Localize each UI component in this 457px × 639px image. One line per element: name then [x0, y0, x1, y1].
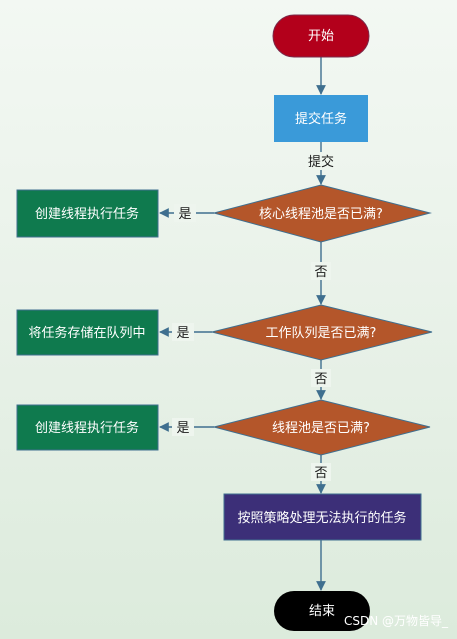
- edge-label-yes-3: 是: [176, 421, 189, 436]
- node-create-thread-2: 创建线程执行任务: [16, 404, 159, 451]
- node-start-label: 开始: [308, 29, 334, 44]
- node-reject-policy-label: 按照策略处理无法执行的任务: [237, 510, 406, 526]
- edge-label-yes-1: 是: [178, 207, 191, 222]
- edge-label-yes-2: 是: [176, 326, 189, 341]
- edge-label-no-1: 否: [314, 265, 327, 280]
- node-end-label: 结束: [309, 604, 335, 619]
- node-create-thread-2-label: 创建线程执行任务: [35, 420, 139, 436]
- node-core-pool-full: 核心线程池是否已满?: [212, 184, 432, 243]
- edge-label-no-2: 否: [314, 372, 327, 387]
- edge-label-no-3: 否: [314, 466, 327, 481]
- node-store-queue-label: 将任务存储在队列中: [28, 325, 145, 341]
- node-pool-full: 线程池是否已满?: [213, 399, 431, 456]
- node-submit-task: 提交任务: [274, 95, 368, 142]
- node-core-pool-full-label: 核心线程池是否已满?: [259, 207, 383, 222]
- edge-label-submit: 提交: [308, 154, 334, 170]
- node-reject-policy: 按照策略处理无法执行的任务: [223, 493, 422, 541]
- node-create-thread-1-label: 创建线程执行任务: [35, 206, 139, 222]
- node-queue-full: 工作队列是否已满?: [211, 304, 433, 361]
- node-end: 结束: [274, 591, 370, 631]
- node-queue-full-label: 工作队列是否已满?: [266, 326, 377, 341]
- node-pool-full-label: 线程池是否已满?: [272, 421, 370, 436]
- node-start: 开始: [272, 14, 370, 58]
- node-create-thread-1: 创建线程执行任务: [16, 189, 159, 238]
- csdn-watermark: CSDN @万物皆导_: [344, 614, 449, 628]
- node-submit-task-label: 提交任务: [295, 111, 347, 127]
- node-store-queue: 将任务存储在队列中: [16, 309, 159, 356]
